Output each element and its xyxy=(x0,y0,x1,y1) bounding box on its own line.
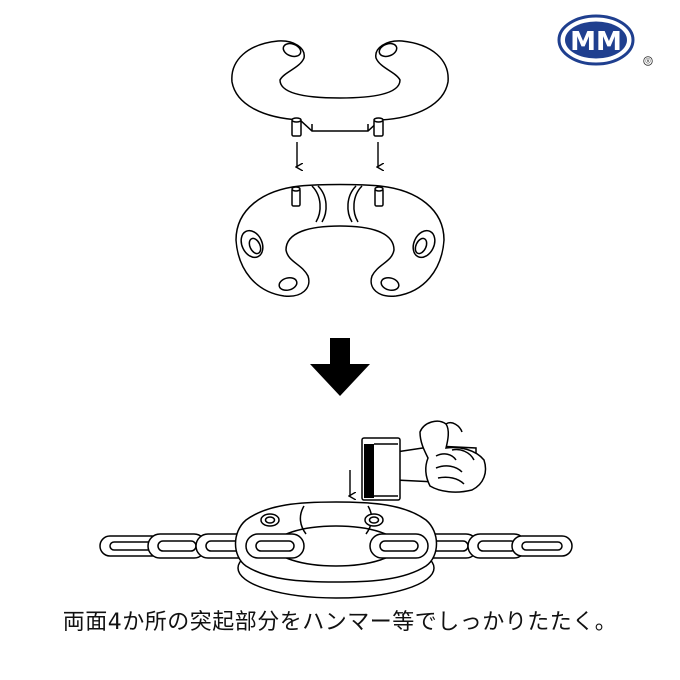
brand-logo: MM ® xyxy=(557,14,653,66)
assembly-arrows xyxy=(297,142,378,167)
logo-text: MM xyxy=(570,27,622,57)
assembled-chain xyxy=(99,501,573,599)
hammer-illustration xyxy=(361,420,487,501)
big-down-arrow-icon xyxy=(310,338,370,396)
registered-mark: ® xyxy=(645,58,652,66)
shackle-bottom-half xyxy=(235,183,445,297)
shackle-top-half xyxy=(231,40,449,137)
instruction-caption: 両面4か所の突起部分をハンマー等でしっかりたたく。 xyxy=(62,610,618,635)
